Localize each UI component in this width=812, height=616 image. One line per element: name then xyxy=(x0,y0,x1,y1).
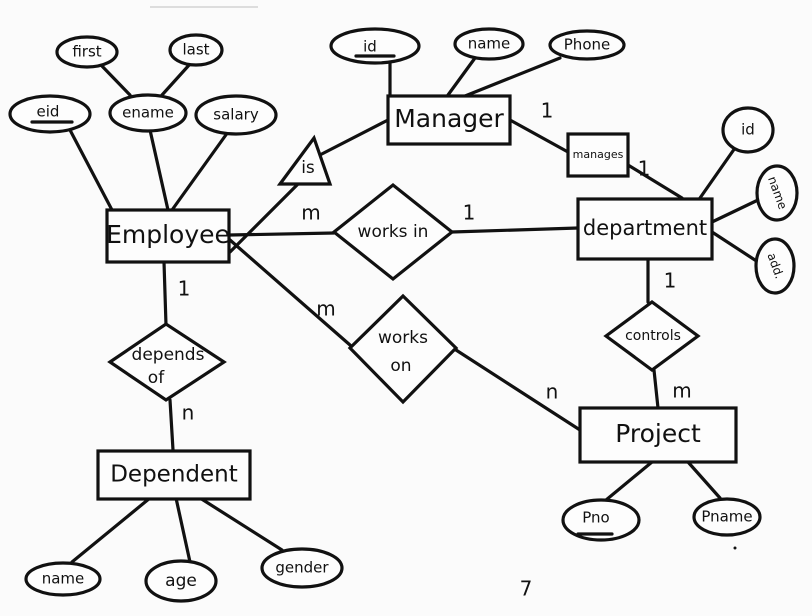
entity-department-label: department xyxy=(583,216,707,240)
entity-project: Project xyxy=(578,406,738,464)
attribute-pname-label: Pname xyxy=(701,508,752,526)
attribute-dependent-age-label: age xyxy=(165,571,197,591)
line-employee-workson xyxy=(228,238,352,347)
relationship-depends-of-label-1: depends xyxy=(132,345,205,365)
attribute-dependent-age: age xyxy=(144,559,218,603)
line-dependent-gender xyxy=(198,496,284,552)
line-dependent-name xyxy=(70,496,152,564)
line-last-ename xyxy=(160,62,192,97)
attribute-manager-phone-label: Phone xyxy=(564,36,610,54)
line-manager-manages xyxy=(508,118,570,154)
relationship-manages-label: manages xyxy=(573,148,624,161)
line-first-ename xyxy=(98,62,132,97)
entity-manager-label: Manager xyxy=(394,104,504,133)
attribute-dependent-gender: gender xyxy=(260,547,344,589)
attribute-dependent-name-label: name xyxy=(42,570,85,588)
entity-dependent: Dependent xyxy=(96,449,252,501)
entity-employee: Employee xyxy=(105,208,231,264)
relationship-manages: manages xyxy=(566,132,630,178)
line-workson-project xyxy=(454,348,582,432)
relationship-works-on-label-1: works xyxy=(378,328,428,348)
attribute-pno-label: Pno xyxy=(582,509,609,527)
line-mgrname-manager xyxy=(446,56,477,97)
relationship-controls: controls xyxy=(603,300,701,372)
attribute-manager-id-label: id xyxy=(363,38,377,56)
stray-mark: 7 xyxy=(520,577,533,601)
line-mgrphone-manager xyxy=(463,56,562,98)
attribute-last-label: last xyxy=(182,41,209,59)
relationship-is: is xyxy=(276,134,333,186)
line-depends-dependent xyxy=(168,398,175,452)
line-employee-is xyxy=(228,178,304,254)
line-deptadd-department xyxy=(710,230,760,264)
line-manages-department xyxy=(626,163,684,200)
attribute-first: first xyxy=(55,35,119,69)
relationship-controls-label: controls xyxy=(625,328,681,344)
line-dependent-age xyxy=(174,496,192,564)
line-salary-employee xyxy=(170,130,230,212)
entity-department: department xyxy=(576,197,714,261)
attribute-salary: salary xyxy=(194,94,278,136)
attribute-pno: Pno xyxy=(561,498,641,542)
entity-employee-label: Employee xyxy=(106,220,230,249)
attribute-manager-name: name xyxy=(453,27,525,61)
attribute-ename-label: ename xyxy=(122,104,174,122)
attribute-first-label: first xyxy=(72,43,101,61)
attribute-ename: ename xyxy=(108,93,188,133)
cardinalities: 1 1 m 1 m n 1 m 1 n xyxy=(178,99,692,425)
cardinality-workson-project: n xyxy=(546,380,559,404)
cardinality-controls-project: m xyxy=(672,379,691,403)
cardinality-employee-worksin: m xyxy=(301,201,320,225)
attribute-eid: eid xyxy=(8,94,92,134)
attribute-eid-label: eid xyxy=(37,103,60,121)
attribute-manager-id: id xyxy=(329,27,421,65)
attribute-dependent-gender-label: gender xyxy=(275,559,329,577)
attribute-last: last xyxy=(168,33,224,67)
line-ename-employee xyxy=(148,128,170,212)
line-project-pno xyxy=(598,460,654,507)
line-project-pname xyxy=(686,460,722,500)
attribute-salary-label: salary xyxy=(213,106,259,124)
cardinality-manager-manages: 1 xyxy=(541,99,554,123)
line-controls-project xyxy=(652,368,660,410)
relationship-works-in-label: works in xyxy=(358,222,429,242)
relationship-works-on-label-2: on xyxy=(390,356,411,376)
line-employee-depends xyxy=(162,260,168,327)
cardinality-worksin-department: 1 xyxy=(463,201,476,225)
line-eid-employee xyxy=(68,128,114,212)
line-deptname-department xyxy=(710,198,760,224)
attribute-department-id: id xyxy=(721,106,775,154)
cardinality-employee-depends: 1 xyxy=(178,277,191,301)
attribute-manager-phone: Phone xyxy=(548,29,626,61)
relationship-depends-of: depends of xyxy=(107,322,227,402)
entity-project-label: Project xyxy=(615,419,701,448)
attribute-dependent-name: name xyxy=(24,561,102,597)
attribute-manager-name-label: name xyxy=(468,35,511,53)
relationship-works-in: works in xyxy=(331,182,455,282)
entity-dependent-label: Dependent xyxy=(110,462,238,488)
cardinality-department-controls: 1 xyxy=(664,269,677,293)
line-is-manager xyxy=(312,118,390,160)
attribute-department-id-label: id xyxy=(741,121,755,139)
cardinality-employee-workson: m xyxy=(316,297,335,321)
attribute-pname: Pname xyxy=(692,497,762,537)
line-deptid-department xyxy=(698,146,737,200)
stray-dot xyxy=(733,546,737,550)
relationship-works-on: works on xyxy=(347,293,459,405)
line-employee-worksin xyxy=(228,231,336,237)
cardinality-manages-department: 1 xyxy=(638,157,651,181)
relationship-depends-of-label-2: of xyxy=(148,368,165,388)
entity-manager: Manager xyxy=(386,94,512,146)
attribute-department-add: add. xyxy=(754,237,796,295)
attribute-department-name: name xyxy=(755,164,799,222)
connectors xyxy=(68,56,760,564)
line-worksin-department xyxy=(450,226,580,234)
cardinality-depends-dependent: n xyxy=(182,401,195,425)
relationship-is-label: is xyxy=(301,158,315,178)
